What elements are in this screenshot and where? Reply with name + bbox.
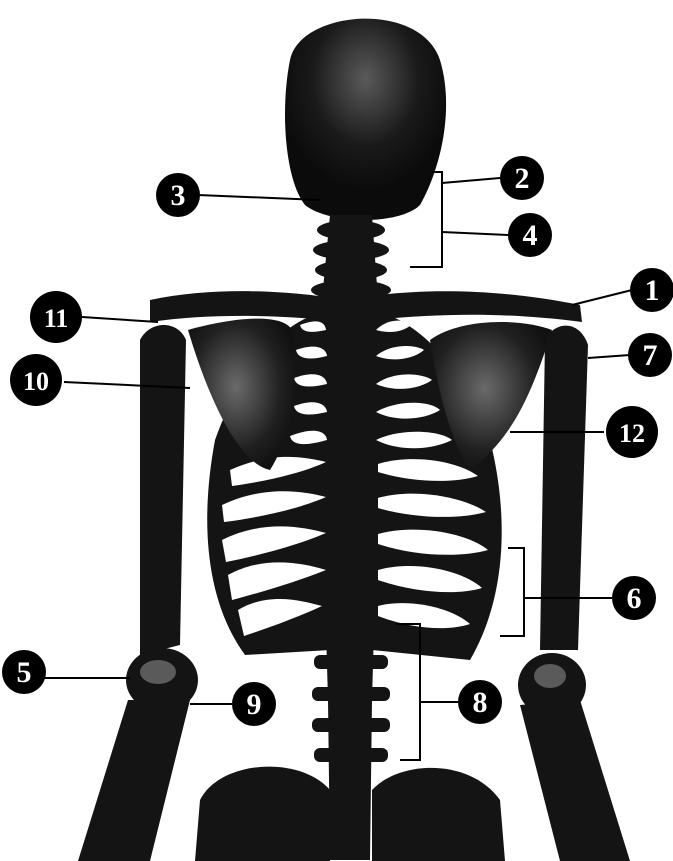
marker-12-label: 12: [619, 419, 645, 448]
marker-2-label: 2: [515, 162, 530, 195]
marker-1-label: 1: [645, 274, 660, 307]
marker-5: 5: [2, 650, 46, 694]
leader-line-7: [588, 355, 630, 358]
marker-4-label: 4: [523, 219, 538, 252]
leader-line-4: [442, 232, 508, 235]
marker-7: 7: [628, 333, 672, 377]
leader-line-2: [442, 178, 500, 183]
leader-line-1: [572, 290, 632, 305]
marker-2: 2: [500, 156, 544, 200]
marker-11: 11: [30, 291, 82, 343]
marker-12: 12: [606, 406, 658, 458]
forearm-right: [520, 700, 630, 861]
pelvis-right: [372, 768, 505, 861]
marker-6: 6: [612, 576, 656, 620]
scapula-left: [188, 319, 295, 470]
marker-10: 10: [10, 354, 62, 406]
humerus-right: [540, 326, 588, 650]
skeleton-figure: [78, 19, 630, 861]
forearm-left: [78, 700, 190, 861]
marker-7-label: 7: [643, 339, 658, 372]
marker-5-label: 5: [17, 656, 32, 689]
marker-9-label: 9: [247, 688, 262, 721]
marker-1: 1: [630, 268, 673, 312]
skull: [285, 19, 446, 220]
marker-11-label: 11: [44, 304, 69, 333]
marker-8-label: 8: [473, 686, 488, 719]
marker-9: 9: [232, 682, 276, 726]
marker-8: 8: [458, 680, 502, 724]
pelvis: [195, 767, 330, 861]
marker-3-label: 3: [171, 179, 186, 212]
marker-10-label: 10: [23, 367, 49, 396]
humerus-left: [140, 325, 186, 655]
leader-line-11: [82, 317, 158, 322]
marker-3: 3: [156, 173, 200, 217]
leader-bracket-6: [500, 548, 524, 636]
marker-6-label: 6: [627, 582, 642, 615]
cervical-vertebrae: [311, 220, 391, 300]
marker-4: 4: [508, 213, 552, 257]
